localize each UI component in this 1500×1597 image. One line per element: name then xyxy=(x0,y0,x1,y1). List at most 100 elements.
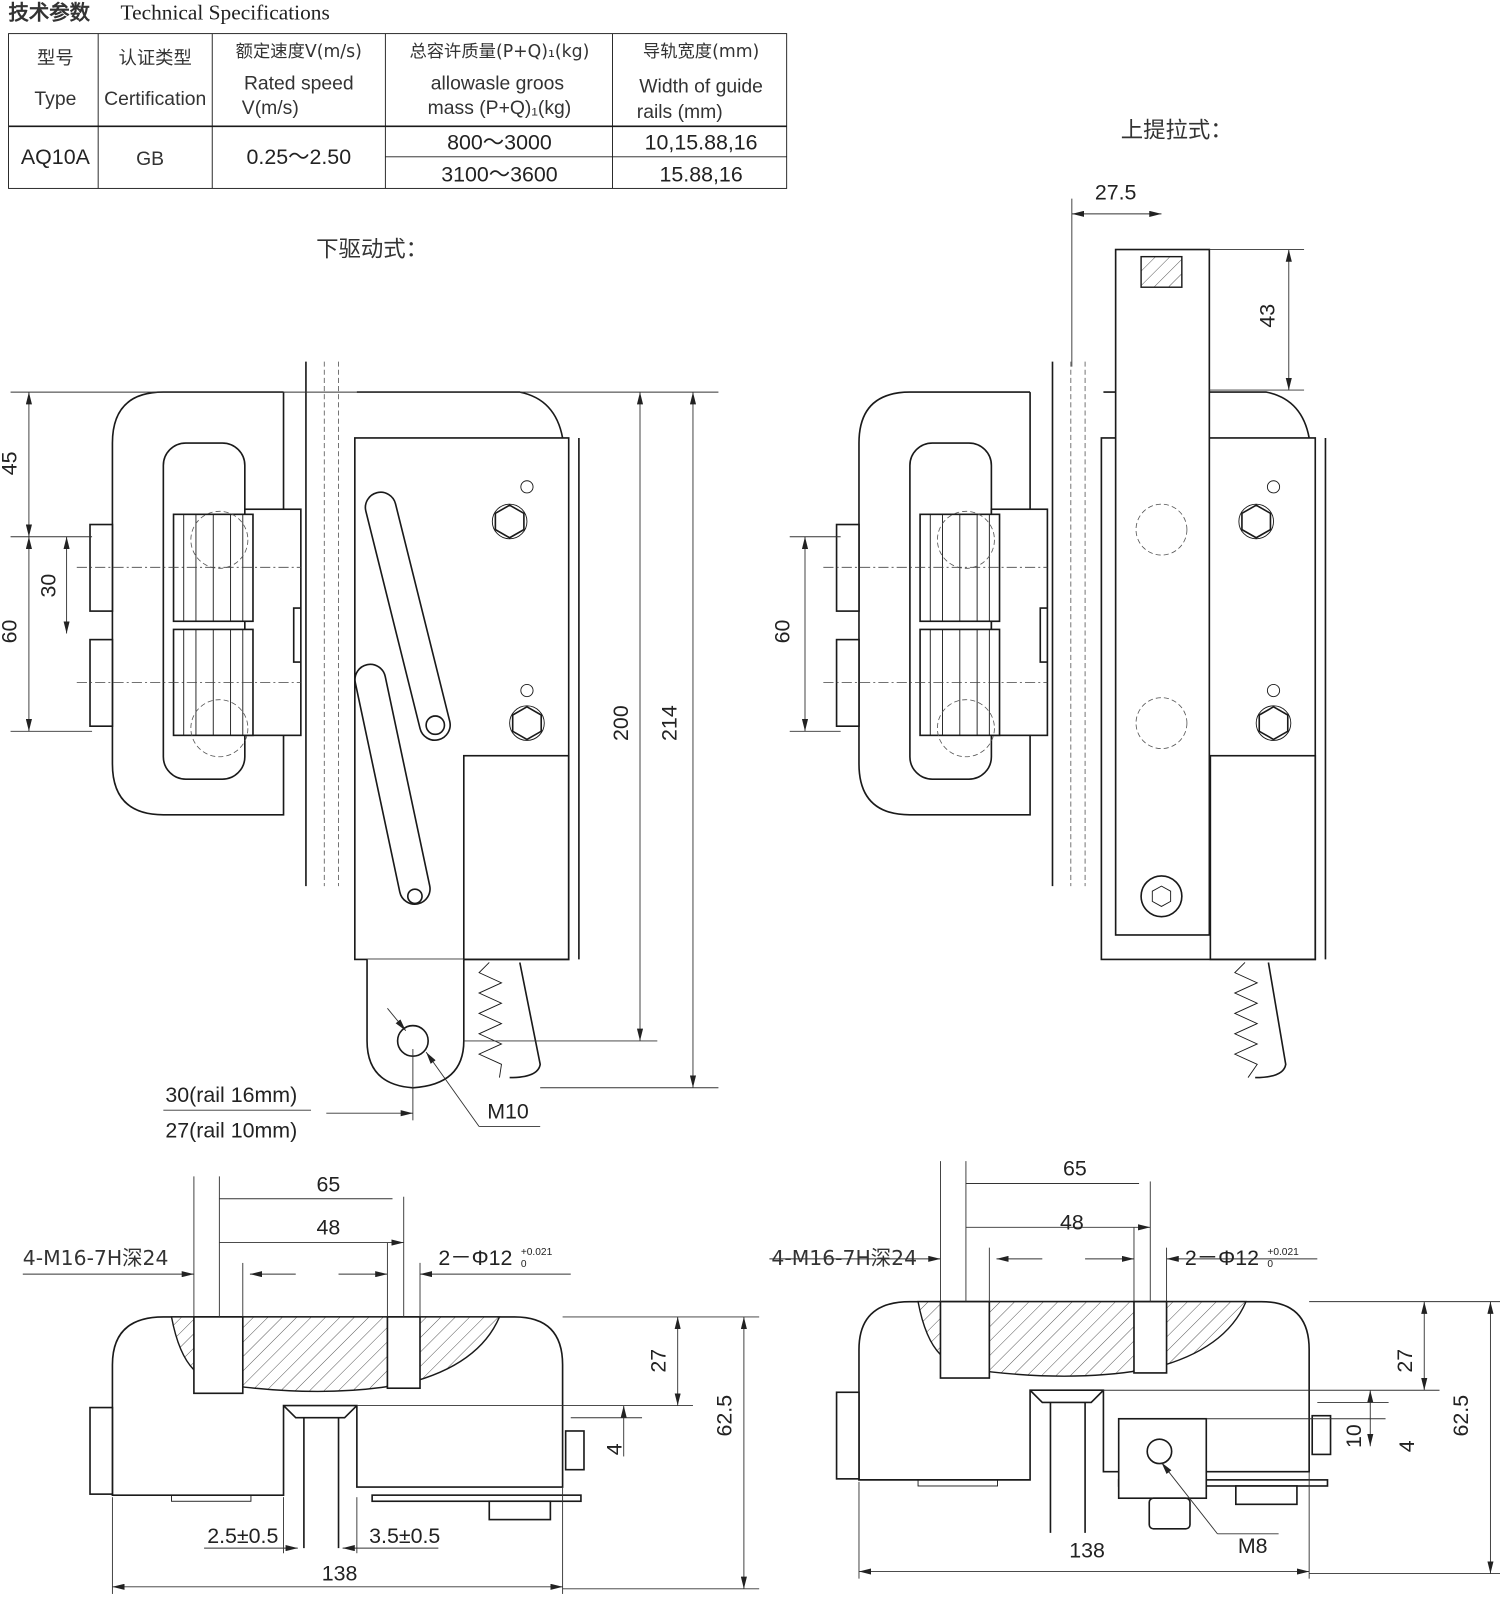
header-speed-en1: Rated speed xyxy=(244,73,354,95)
bottom-view-body xyxy=(22,1176,760,1594)
dim-138: 138 xyxy=(1069,1538,1105,1562)
header-rail-en2: rails (mm) xyxy=(637,101,723,123)
dim-48: 48 xyxy=(316,1215,340,1239)
dim-27: 27 xyxy=(1393,1349,1417,1373)
spring-hook xyxy=(509,962,542,1079)
bolt-head xyxy=(89,1406,114,1495)
dim-138: 138 xyxy=(322,1562,358,1586)
table-row: AQ10A GB 0.25～2.50 800～3000 10,15.88,16 … xyxy=(21,131,758,187)
pull-bar xyxy=(1114,248,1211,936)
hole-tol-lower: 0 xyxy=(521,1259,527,1270)
hole-spec: 2－Φ12 xyxy=(438,1246,512,1270)
bottom-right-view: 65 48 4-M16-7H深24 2－Φ12 +0.021 0 27 62.5… xyxy=(771,1156,1473,1562)
spring xyxy=(477,962,503,1078)
header-rail-cn: 导轨宽度(mm) xyxy=(643,42,759,62)
cell-speed: 0.25～2.50 xyxy=(247,145,352,169)
header-cert-cn: 认证类型 xyxy=(119,48,192,69)
spec-heading: 技术参数 Technical Specifications xyxy=(9,0,330,24)
hex-socket-icon xyxy=(1151,885,1172,907)
dim-65: 65 xyxy=(1063,1156,1087,1180)
dim-rail-10: 27(rail 10mm) xyxy=(165,1119,297,1143)
header-cert-en: Certification xyxy=(104,88,206,110)
table-border xyxy=(8,33,788,189)
pivot-pin xyxy=(406,888,423,905)
pull-block xyxy=(1117,1417,1208,1500)
heading-cn: 技术参数 xyxy=(9,0,91,24)
gap-dims xyxy=(204,1405,627,1554)
header-speed-cn: 额定速度V(m/s) xyxy=(236,42,362,62)
socket-bolt xyxy=(1140,875,1183,918)
thread-hole xyxy=(193,1316,244,1395)
hex-bolt-icon xyxy=(511,705,543,741)
thread-spec: 4-M16-7H深24 xyxy=(23,1246,169,1270)
rail-slot xyxy=(282,1404,358,1419)
dim-10: 10 xyxy=(1342,1424,1366,1448)
right-view-title: 上提拉式： xyxy=(1121,117,1233,143)
cell-certification: GB xyxy=(136,148,164,170)
left-dimensions-line xyxy=(387,1008,407,1032)
wedge-notch xyxy=(292,607,301,663)
hole-tol-upper: +0.021 xyxy=(521,1247,553,1258)
nuts xyxy=(488,1500,552,1521)
pull-lug xyxy=(366,959,465,1089)
header-type-en: Type xyxy=(34,88,76,110)
right-bottom-dims-line xyxy=(1161,1462,1218,1535)
hidden-hole xyxy=(190,510,249,569)
dim-rail-16: 30(rail 16mm) xyxy=(165,1083,297,1107)
label-m8: M8 xyxy=(1238,1534,1268,1558)
header-mass-cn: 总容许质量(P+Q)₁(kg) xyxy=(409,42,589,62)
dim-4: 4 xyxy=(603,1443,627,1455)
dim-gap-3-5: 3.5±0.5 xyxy=(369,1524,440,1548)
bolt-head-lower xyxy=(89,638,114,728)
m8-hole xyxy=(1146,1438,1173,1465)
dim-27-5: 27.5 xyxy=(1095,181,1137,205)
link-arm-upper xyxy=(364,491,451,741)
wedge-block xyxy=(244,508,302,737)
bottom-left-view: 65 48 4-M16-7H深24 2－Φ12 +0.021 0 27 62.5… xyxy=(23,1173,737,1586)
dim-200: 200 xyxy=(609,705,633,741)
dim-48: 48 xyxy=(1060,1210,1084,1234)
hole-tol-upper: +0.021 xyxy=(1267,1247,1299,1258)
link-arm-lower xyxy=(354,663,431,905)
side-screw xyxy=(564,1430,585,1471)
header-rail-en1: Width of guide xyxy=(639,76,763,98)
thread-spec: 4-M16-7H深24 xyxy=(771,1246,917,1270)
pin-hole xyxy=(520,480,534,494)
hole-spec: 2－Φ12 xyxy=(1185,1246,1259,1270)
dim-45: 45 xyxy=(0,452,22,476)
dim-214: 214 xyxy=(658,705,682,741)
bolt-head-upper xyxy=(89,523,114,612)
pin-hole xyxy=(386,1316,421,1390)
dim-43: 43 xyxy=(1256,304,1280,328)
dim-4: 4 xyxy=(1395,1440,1419,1452)
knurl-strip xyxy=(171,1494,252,1502)
dim-30: 30 xyxy=(36,574,60,598)
dim-60: 60 xyxy=(0,619,22,643)
threaded-hole xyxy=(1140,255,1183,288)
label-m10: M10 xyxy=(487,1099,529,1123)
left-dimensions-line xyxy=(425,1051,480,1127)
right-front-view-body xyxy=(822,360,1327,961)
header-mass-en1: allowasle groos xyxy=(431,73,564,95)
bolt-washer xyxy=(509,705,545,741)
lower-block xyxy=(462,754,570,961)
bottom-dimension-lines xyxy=(22,1176,760,1594)
cell-rail-2: 15.88,16 xyxy=(660,162,743,186)
header-mass-en2: mass (P+Q)₁(kg) xyxy=(428,97,572,119)
spring-hook xyxy=(1255,962,1287,1079)
cell-rail-1: 10,15.88,16 xyxy=(645,131,758,155)
bottom-right-view-body xyxy=(769,1161,1500,1579)
left-view-title: 下驱动式： xyxy=(316,237,428,263)
hidden-hole xyxy=(190,699,249,758)
hex-bolt-icon xyxy=(494,504,525,539)
front-view-body xyxy=(76,361,580,961)
right-view-top-pull: 上提拉式： 27.5 43 60 xyxy=(771,117,1305,1079)
pin-hole xyxy=(520,683,534,698)
pivot-pin xyxy=(425,715,446,736)
dim-27: 27 xyxy=(646,1349,670,1373)
m8-bolt xyxy=(1148,1497,1191,1530)
hidden-hole xyxy=(1135,697,1188,750)
header-type-cn: 型号 xyxy=(37,48,74,69)
right-dimensions xyxy=(789,198,1305,732)
